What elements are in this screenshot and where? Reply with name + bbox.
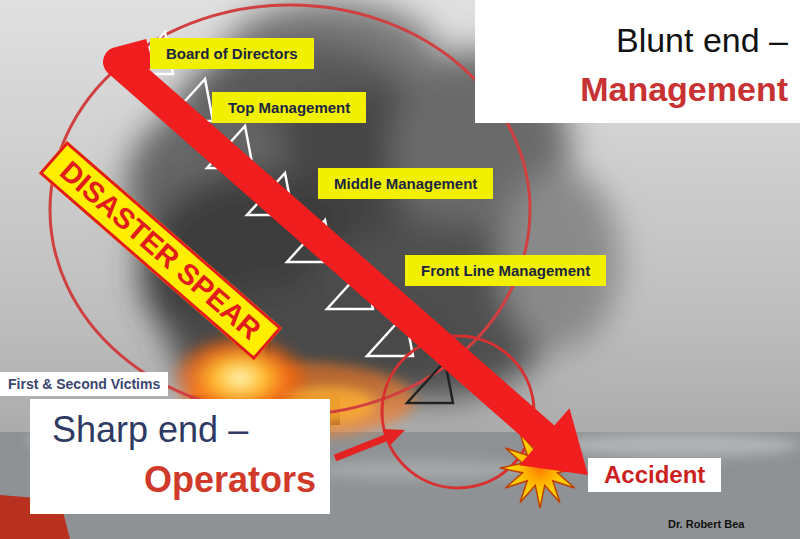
node-text: Middle Management — [334, 175, 477, 192]
accident-box: Accident — [588, 458, 721, 492]
sharp-end-box: Sharp end –Operators — [30, 399, 330, 514]
operator-arrow — [335, 429, 405, 458]
victims-box: First & Second Victims — [0, 372, 168, 396]
node-text: Sharp end – — [52, 405, 316, 455]
blunt-end-box: Blunt end –Management — [475, 0, 800, 123]
node-text: Management — [505, 65, 788, 114]
hierarchy-label: Middle Management — [318, 168, 493, 199]
hierarchy-label: Board of Directors — [150, 38, 314, 69]
hierarchy-label: Front Line Management — [405, 255, 606, 286]
node-text: Board of Directors — [166, 45, 298, 62]
node-text: Operators — [52, 455, 316, 505]
hierarchy-label: Top Management — [212, 92, 366, 123]
node-text: Accident — [604, 461, 705, 488]
node-text: Blunt end – — [505, 16, 788, 65]
arrow-head — [519, 408, 588, 475]
node-text: Top Management — [228, 99, 350, 116]
node-text: First & Second Victims — [8, 376, 160, 392]
node-text: Front Line Management — [421, 262, 590, 279]
author-credit: Dr. Robert Bea — [668, 518, 744, 530]
